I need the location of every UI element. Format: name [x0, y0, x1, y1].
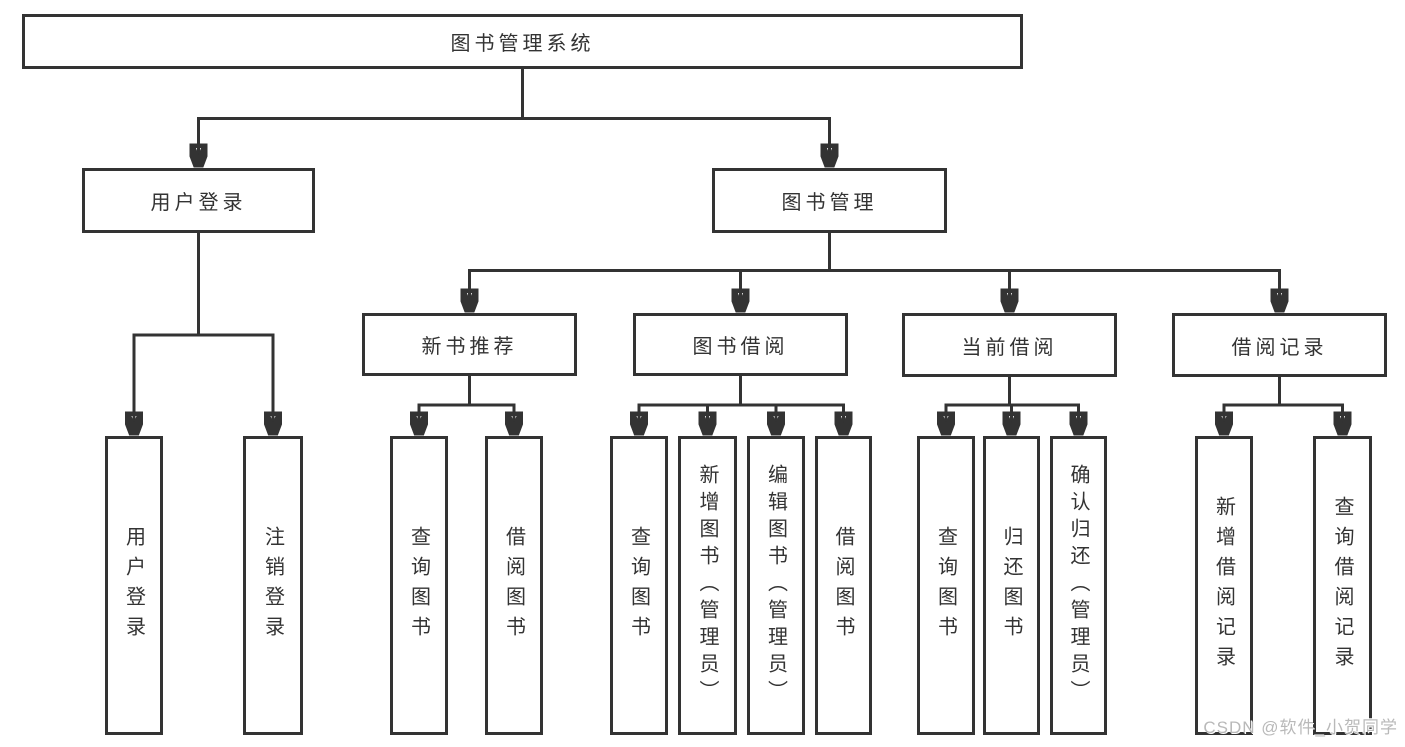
leaf-user-login: 用户登录: [105, 436, 163, 735]
leaf-query-borrow-record: 查询借阅记录: [1313, 436, 1372, 735]
leaf-query-books-current-label: 查询图书: [934, 525, 957, 646]
node-new-book-recommend-label: 新书推荐: [421, 336, 518, 358]
leaf-add-book-admin-label: 新增图书（管理员）: [696, 464, 718, 707]
node-book-management-label: 图书管理: [781, 192, 878, 214]
leaf-borrow-books-recommend: 借阅图书: [485, 436, 543, 735]
leaf-confirm-return-admin-label: 确认归还（管理员）: [1067, 464, 1089, 707]
leaf-edit-book-admin-label: 编辑图书（管理员）: [764, 464, 787, 707]
node-current-borrow-label: 当前借阅: [961, 336, 1058, 359]
leaf-query-borrow-record-label: 查询借阅记录: [1331, 495, 1353, 676]
leaf-add-borrow-record: 新增借阅记录: [1195, 436, 1253, 735]
leaf-query-books-recommend-label: 查询图书: [407, 525, 430, 646]
leaf-confirm-return-admin: 确认归还（管理员）: [1050, 436, 1107, 735]
connector-root: [197, 69, 831, 166]
node-library-management-system-label: 图书管理系统: [450, 33, 595, 55]
leaf-query-books-recommend: 查询图书: [390, 436, 448, 735]
connector-current-borrow: [945, 377, 1081, 434]
leaf-edit-book-admin: 编辑图书（管理员）: [747, 436, 805, 735]
connector-book-management: [468, 233, 1281, 311]
leaf-logout: 注销登录: [243, 436, 303, 735]
leaf-query-books-borrow: 查询图书: [610, 436, 668, 735]
csdn-watermark: CSDN @软件_小贺同学: [1203, 718, 1398, 737]
node-borrow-records: 借阅记录: [1172, 313, 1387, 377]
connector-borrow-records: [1223, 377, 1345, 434]
leaf-borrow-books-borrow: 借阅图书: [815, 436, 872, 735]
leaf-return-book: 归还图书: [983, 436, 1040, 735]
node-borrow-records-label: 借阅记录: [1231, 336, 1328, 359]
node-library-management-system: 图书管理系统: [22, 14, 1023, 69]
connector-user-login: [133, 233, 275, 434]
node-user-login: 用户登录: [82, 168, 315, 233]
connector-new-book-recommend: [418, 376, 516, 434]
leaf-borrow-books-borrow-label: 借阅图书: [832, 525, 854, 646]
leaf-add-borrow-record-label: 新增借阅记录: [1212, 495, 1235, 676]
node-new-book-recommend: 新书推荐: [362, 313, 577, 376]
leaf-query-books-current: 查询图书: [917, 436, 975, 735]
node-user-login-label: 用户登录: [150, 192, 247, 214]
leaf-return-book-label: 归还图书: [1000, 525, 1022, 646]
leaf-borrow-books-recommend-label: 借阅图书: [502, 525, 525, 646]
leaf-logout-label: 注销登录: [261, 525, 284, 646]
leaf-query-books-borrow-label: 查询图书: [627, 525, 650, 646]
leaf-user-login-label: 用户登录: [122, 525, 145, 646]
connector-book-borrow: [638, 376, 846, 434]
leaf-add-book-admin: 新增图书（管理员）: [678, 436, 737, 735]
node-book-borrow: 图书借阅: [633, 313, 848, 376]
node-current-borrow: 当前借阅: [902, 313, 1117, 377]
node-book-management: 图书管理: [712, 168, 947, 233]
node-book-borrow-label: 图书借阅: [692, 336, 789, 358]
